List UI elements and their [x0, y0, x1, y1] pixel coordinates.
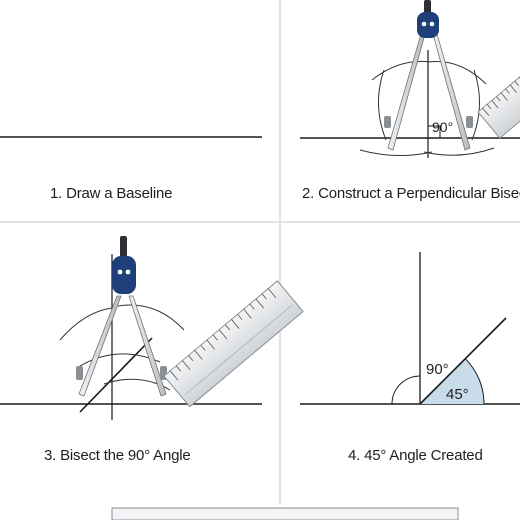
panel-2-drawing [300, 0, 520, 158]
bottom-ruler-strip [111, 507, 459, 521]
panel-2-arc-side-right [471, 69, 481, 141]
panel-2-compass-icon [384, 0, 473, 151]
panel-4-45-ray [419, 317, 507, 405]
panel-4-90-arc [391, 375, 421, 405]
panel-2-right-angle-mark [428, 125, 441, 138]
panel-2-caption: 2. Construct a Perpendicular Bisec [302, 185, 520, 202]
panel-2-arc-bottom-right [423, 147, 495, 156]
panel-4-90-label: 90° [426, 361, 449, 378]
panel-4-drawing [300, 252, 520, 405]
panel-2-arc-bottom-left [359, 149, 433, 157]
panel-2-arc-top-left [371, 60, 431, 81]
panel-3-ruler-icon [163, 280, 304, 408]
panel-2-arc-top-right [427, 60, 487, 85]
panel-4-45-label: 45° [446, 386, 469, 403]
panel-2-arc-side-left [377, 69, 387, 141]
panel-3-caption: 3. Bisect the 90° Angle [44, 447, 191, 464]
panel-3-arc-low [103, 378, 171, 391]
panel-2-ruler-icon [477, 53, 520, 139]
panel-4-caption: 4. 45° Angle Created [348, 447, 483, 464]
panel-3-drawing [0, 236, 304, 420]
panel-1-caption: 1. Draw a Baseline [50, 185, 173, 202]
panel-3-angle-bisector [79, 337, 153, 413]
panel-4-45-arc [464, 358, 485, 405]
panel-4-45-wedge [420, 358, 485, 404]
panel-3-compass-icon [76, 236, 167, 397]
panel-2-angle-label: 90° [432, 119, 454, 135]
panel-3-arc-left [59, 307, 113, 341]
panel-3-arc-right [117, 304, 185, 331]
